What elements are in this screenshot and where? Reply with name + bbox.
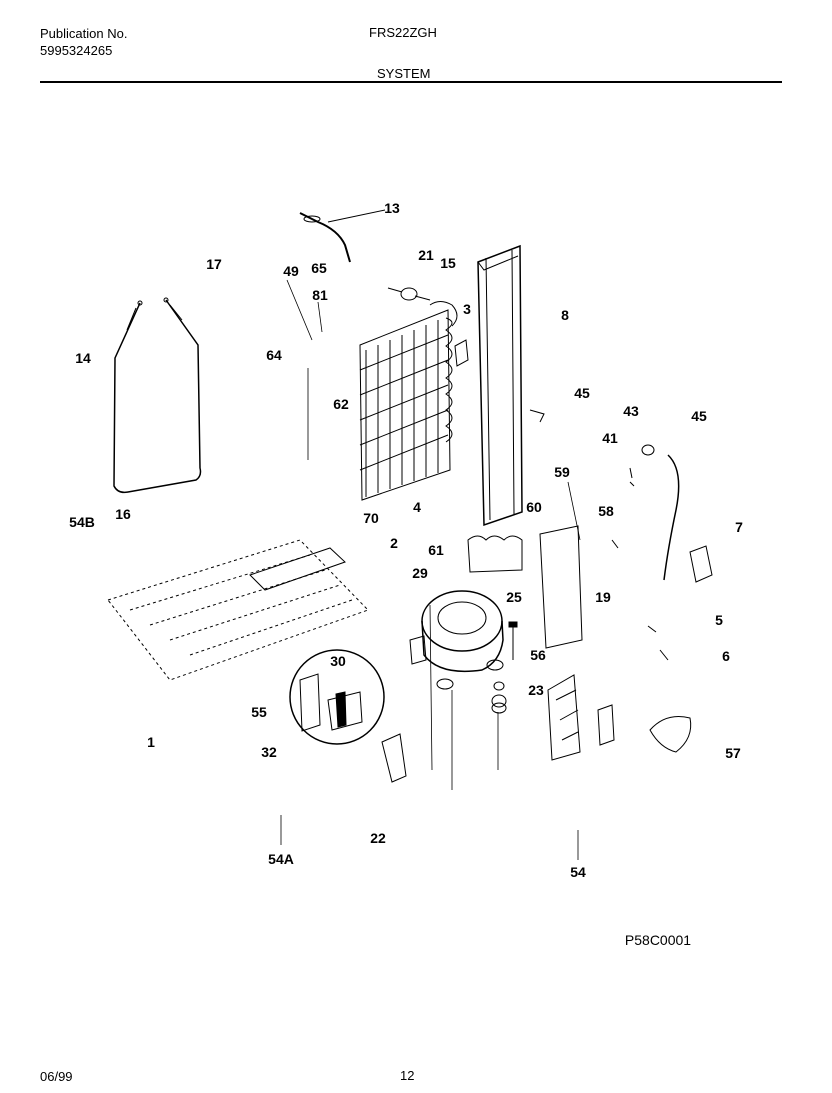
callout-1: 1	[147, 734, 155, 750]
figure-code: P58C0001	[624, 932, 692, 948]
callout-32: 32	[261, 744, 277, 760]
callout-55: 55	[251, 704, 267, 720]
callout-45-left: 45	[574, 385, 590, 401]
callout-2: 2	[390, 535, 398, 551]
power-cord-drawing	[113, 297, 202, 494]
callout-29: 29	[412, 565, 428, 581]
callout-22: 22	[370, 830, 386, 846]
section-title: SYSTEM	[377, 66, 431, 81]
support-brackets-drawing	[381, 674, 692, 783]
condenser-coil-drawing	[359, 301, 458, 501]
callout-41: 41	[602, 430, 618, 446]
callout-19: 19	[595, 589, 611, 605]
publication-number: 5995324265	[40, 43, 113, 58]
callout-60: 60	[526, 499, 542, 515]
callout-49: 49	[283, 263, 299, 279]
capillary-tube-drawing	[299, 209, 386, 263]
callout-23: 23	[528, 682, 544, 698]
callout-62: 62	[333, 396, 349, 412]
callout-65: 65	[311, 260, 327, 276]
callout-6: 6	[722, 648, 730, 664]
callout-45-right: 45	[691, 408, 707, 424]
callout-8: 8	[561, 307, 569, 323]
callout-70: 70	[363, 510, 379, 526]
callout-54a: 54A	[268, 851, 294, 867]
grommet-drawing	[491, 681, 507, 714]
callout-4: 4	[413, 499, 421, 515]
callout-25: 25	[506, 589, 522, 605]
callout-7: 7	[735, 519, 743, 535]
callout-56: 56	[530, 647, 546, 663]
callout-14: 14	[75, 350, 91, 366]
fan-shroud-drawing	[467, 525, 583, 649]
mounting-channel-drawing	[477, 244, 523, 527]
callout-3: 3	[463, 301, 471, 317]
bolt-drawing	[508, 621, 518, 660]
callout-5: 5	[715, 612, 723, 628]
water-valve-drawing	[641, 444, 713, 583]
callout-61: 61	[428, 542, 444, 558]
footer-date: 06/99	[40, 1069, 73, 1084]
leader-lines	[280, 279, 581, 860]
callout-16: 16	[115, 506, 131, 522]
callout-43: 43	[623, 403, 639, 419]
fitting-21-drawing	[387, 287, 431, 301]
base-pan-drawing	[107, 539, 369, 681]
callout-58: 58	[598, 503, 614, 519]
callout-17: 17	[206, 256, 222, 272]
publication-label: Publication No.	[40, 26, 128, 41]
header-rule	[40, 81, 782, 83]
callout-21: 21	[418, 247, 434, 263]
page-number: 12	[400, 1068, 415, 1083]
model-number: FRS22ZGH	[369, 25, 437, 40]
callout-59: 59	[554, 464, 570, 480]
callout-30: 30	[330, 653, 346, 669]
callout-15: 15	[440, 255, 456, 271]
callout-54b: 54B	[69, 514, 95, 530]
detail-view-circle	[289, 649, 385, 745]
callout-64: 64	[266, 347, 282, 363]
callout-57: 57	[725, 745, 741, 761]
compressor-drawing	[409, 590, 504, 690]
callout-13: 13	[384, 200, 400, 216]
clip-drawing	[454, 339, 469, 367]
callout-81: 81	[312, 287, 328, 303]
callout-54: 54	[570, 864, 586, 880]
small-fittings-drawing	[529, 409, 669, 661]
